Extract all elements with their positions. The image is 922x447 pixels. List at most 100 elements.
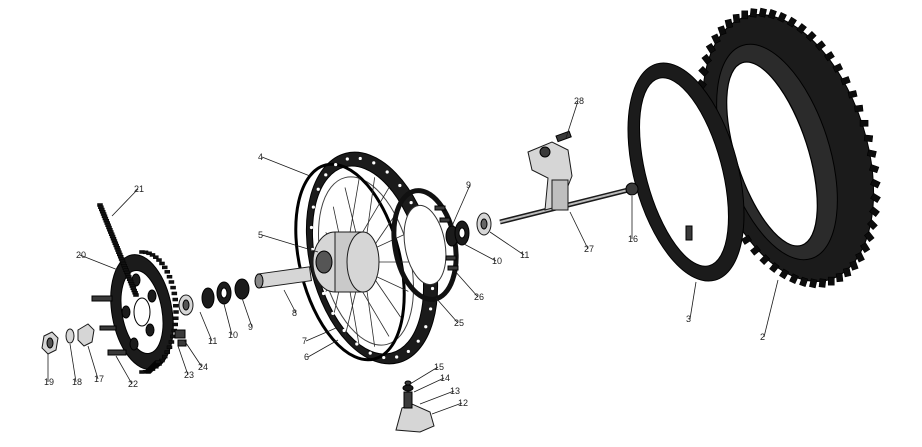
wheel-hub <box>312 231 380 293</box>
rim-hole <box>368 351 372 355</box>
tread-block <box>767 9 777 20</box>
callout-leader <box>453 269 479 298</box>
tread-block <box>796 23 807 34</box>
callout-number: 10 <box>492 256 502 266</box>
tread-block <box>863 134 874 143</box>
tread-block <box>749 8 758 18</box>
callout-leader <box>413 377 445 393</box>
tread-block <box>698 65 709 77</box>
tread-block <box>869 206 880 217</box>
callout-number: 18 <box>72 377 82 387</box>
tread-block <box>854 104 864 113</box>
callout-number: 19 <box>44 377 54 387</box>
tread-block <box>769 262 780 273</box>
tread-block <box>849 260 859 271</box>
right-bearing-stack <box>445 212 492 247</box>
callout-leader <box>69 343 77 383</box>
tread-block <box>835 272 844 283</box>
callout-number: 17 <box>94 374 104 384</box>
chain-link <box>168 280 175 284</box>
chain-link <box>133 293 139 297</box>
callout-number: 6 <box>304 352 309 362</box>
callout-leader <box>431 402 463 415</box>
callout-leader <box>183 339 203 368</box>
rim-hole <box>424 325 428 329</box>
chain-link <box>173 303 179 308</box>
callout-number: 9 <box>248 322 253 332</box>
chain-link <box>168 340 175 344</box>
callout-leader <box>307 339 339 358</box>
chain-link <box>173 316 179 321</box>
callout-number: 3 <box>686 314 691 324</box>
tread-block <box>868 164 880 174</box>
callout-leader <box>261 156 311 177</box>
callout-leader <box>305 327 337 342</box>
chain-link <box>139 370 145 374</box>
tread-block <box>867 219 878 231</box>
callout-leader <box>283 289 297 314</box>
tread-block <box>864 231 875 243</box>
chain-link <box>170 285 176 290</box>
callout-leader <box>435 297 459 324</box>
callout-number: 11 <box>208 336 217 346</box>
tread-block <box>724 18 734 29</box>
chain-link <box>149 253 156 257</box>
inner-tube <box>627 62 745 282</box>
callout-leader <box>565 100 579 139</box>
tread-block <box>750 245 761 256</box>
drive-chain <box>97 203 179 374</box>
callout-leader <box>419 390 455 405</box>
callout-leader <box>409 366 439 385</box>
rim-hole <box>395 355 399 359</box>
callout-number: 23 <box>184 370 194 380</box>
rim-hole <box>334 162 338 167</box>
callout-number: 27 <box>584 244 594 254</box>
tread-block <box>809 278 818 289</box>
chain-link <box>164 270 171 274</box>
tread-block <box>705 43 716 54</box>
chain-link <box>171 291 178 296</box>
callout-number: 9 <box>466 180 471 190</box>
chain-link <box>173 310 179 314</box>
tread-block <box>832 63 844 73</box>
rim-hole <box>311 205 315 209</box>
tread-block <box>717 25 727 36</box>
chain-link <box>164 350 171 354</box>
rim-hole <box>372 161 376 165</box>
callout-leader <box>463 243 497 262</box>
rim-hole <box>382 355 386 360</box>
tread-block <box>870 178 881 189</box>
tread-block <box>805 30 817 42</box>
callout-number: 2 <box>760 332 765 342</box>
tread-block <box>855 251 865 263</box>
tread-block <box>815 40 826 51</box>
callout-leader <box>111 188 139 217</box>
tread-block <box>789 273 799 284</box>
callout-number: 25 <box>454 318 464 328</box>
tread-block <box>866 149 877 158</box>
tread-block <box>701 53 712 65</box>
chain-link <box>166 274 173 279</box>
rim-hole <box>358 156 362 161</box>
tread-block <box>741 10 749 20</box>
rim-hole <box>309 225 314 230</box>
chain-link <box>166 345 173 350</box>
callout-number: 8 <box>292 308 297 318</box>
chain-link <box>162 354 168 359</box>
callout-number: 4 <box>258 152 263 162</box>
tread-block <box>777 12 787 23</box>
rim-hole <box>342 328 346 333</box>
sprocket-fasteners <box>41 295 187 356</box>
sprocket-hole <box>121 305 131 319</box>
tread-block <box>860 242 871 253</box>
sprocket-holes <box>121 273 157 351</box>
tread-block <box>758 7 767 18</box>
callout-leader <box>115 355 133 385</box>
callout-leader <box>223 303 233 336</box>
rim-hole <box>429 307 433 311</box>
callout-leader <box>261 234 319 253</box>
callout-number: 5 <box>258 230 263 240</box>
callout-number: 26 <box>474 292 484 302</box>
chain-link <box>172 297 179 302</box>
rim-hole <box>321 291 326 296</box>
